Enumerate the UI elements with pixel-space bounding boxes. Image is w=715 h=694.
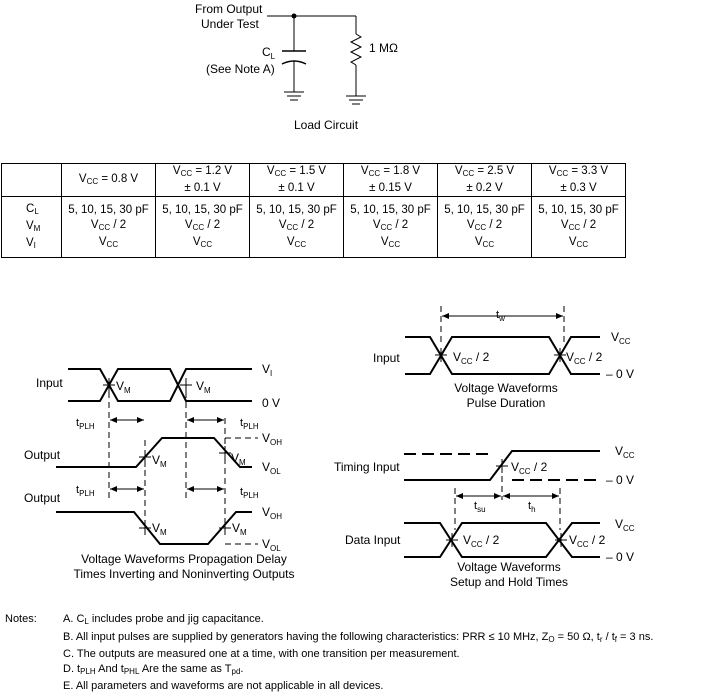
- load-circuit-caption: Load Circuit: [294, 118, 359, 132]
- from-output-label: From Output: [195, 2, 263, 16]
- pd-tplh-label-4: tPLH: [240, 486, 259, 500]
- pd-input-label: Input: [36, 376, 63, 390]
- table-cell: 5, 10, 15, 30 pF VCC / 2 VCC: [155, 196, 250, 258]
- pd-caption-line2: Times Inverting and Noninverting Outputs: [74, 567, 295, 581]
- table-corner-cell: [1, 163, 62, 197]
- pw-0v-label: – 0 V: [606, 367, 634, 381]
- sh-vcc-label-1: VCC: [615, 444, 635, 460]
- sh-vcc-half-3: VCC / 2: [569, 533, 606, 549]
- pw-input-label: Input: [373, 351, 400, 365]
- sh-caption-line2: Setup and Hold Times: [450, 575, 568, 589]
- pd-vm-label-1: VM: [116, 379, 131, 395]
- table-cell: 5, 10, 15, 30 pF VCC / 2 VCC: [343, 196, 438, 258]
- sh-tsu-label: tsu: [474, 500, 486, 514]
- pw-caption-line2: Pulse Duration: [467, 396, 546, 410]
- pd-output-waveform-2: [56, 511, 252, 545]
- pd-input-waveform-high: [68, 368, 252, 402]
- propagation-delay-waveforms: Input Output Output VI 0 V VM VM tPLH tP…: [24, 362, 295, 581]
- table-header-cell: VCC = 1.5 V± 0.1 V: [249, 163, 344, 197]
- table-header-cell: VCC = 0.8 V: [61, 163, 156, 197]
- note-a: A. CL includes probe and jig capacitance…: [63, 613, 264, 626]
- pd-tplh-label-1: tPLH: [76, 417, 95, 431]
- parameter-table: VCC = 0.8 V VCC = 1.2 V± 0.1 V VCC = 1.5…: [1, 163, 626, 258]
- cl-label: CL: [262, 45, 276, 61]
- pw-vcc-half-2: VCC / 2: [566, 350, 603, 366]
- pd-vm-label-4: VM: [231, 451, 246, 467]
- table-row: CL VM VI 5, 10, 15, 30 pF VCC / 2 VCC 5,…: [1, 196, 626, 258]
- table-cell: 5, 10, 15, 30 pF VCC / 2 VCC: [249, 196, 344, 258]
- pulse-duration-waveforms: tw Input VCC / 2 VCC / 2 VCC – 0 V Volta…: [373, 306, 634, 410]
- table-header-cell: VCC = 3.3 V± 0.3 V: [531, 163, 626, 197]
- pd-voh-label-1: VOH: [262, 431, 282, 447]
- pd-tplh-label-2: tPLH: [240, 417, 259, 431]
- pd-vol-label-2: VOL: [262, 537, 281, 553]
- pd-vm-label-2: VM: [196, 379, 211, 395]
- sh-data-waveform-high: [404, 522, 600, 558]
- pw-waveform-low: [405, 336, 600, 375]
- pd-tplh-label-3: tPLH: [76, 484, 95, 498]
- pw-caption-line1: Voltage Waveforms: [454, 381, 558, 395]
- notes-label: Notes:: [5, 613, 37, 625]
- sh-th-label: th: [528, 500, 536, 514]
- pd-input-waveform-low: [68, 368, 252, 402]
- see-note-label: (See Note A): [206, 62, 275, 76]
- note-d: D. tPLH And tPHL Are the same as Tpd.: [63, 662, 244, 676]
- note-c: C. The outputs are measured one at a tim…: [63, 648, 460, 660]
- resistor-symbol: [349, 33, 363, 66]
- table-cell: 5, 10, 15, 30 pF VCC / 2 VCC: [61, 196, 156, 258]
- sh-0v-label-2: – 0 V: [606, 550, 634, 564]
- pd-vol-label-1: VOL: [262, 460, 281, 476]
- pd-output-waveform-1: [56, 437, 252, 468]
- resistor-value: 1 MΩ: [369, 41, 398, 55]
- table-header-cell: VCC = 1.2 V± 0.1 V: [155, 163, 250, 197]
- pd-vi-label: VI: [262, 362, 272, 378]
- sh-data-waveform-low: [404, 522, 600, 558]
- sh-timing-input-label: Timing Input: [334, 460, 400, 474]
- under-test-label: Under Test: [201, 17, 259, 31]
- pd-0v-label: 0 V: [262, 396, 280, 410]
- note-b: B. All input pulses are supplied by gene…: [63, 630, 654, 644]
- pd-vm-label-6: VM: [232, 521, 247, 537]
- sh-0v-label-1: – 0 V: [606, 473, 634, 487]
- pd-vm-label-3: VM: [152, 453, 167, 469]
- pd-vm-label-5: VM: [152, 521, 167, 537]
- notes-list: A. CL includes probe and jig capacitance…: [63, 612, 653, 694]
- sh-vcc-half-1: VCC / 2: [511, 460, 548, 476]
- sh-vcc-label-2: VCC: [615, 517, 635, 533]
- pw-tw-label: tw: [496, 309, 505, 323]
- pd-caption-line1: Voltage Waveforms Propagation Delay: [81, 552, 287, 566]
- ground-icon: [346, 95, 366, 105]
- pw-vcc-half-1: VCC / 2: [453, 350, 490, 366]
- pw-vcc-label: VCC: [611, 330, 631, 346]
- pw-waveform-high: [405, 336, 600, 375]
- table-header-cell: VCC = 2.5 V± 0.2 V: [437, 163, 532, 197]
- setup-hold-waveforms: Timing Input VCC / 2 VCC – 0 V tsu th Da…: [334, 444, 635, 589]
- table-cell: 5, 10, 15, 30 pF VCC / 2 VCC: [437, 196, 532, 258]
- pd-output-label-1: Output: [24, 448, 61, 462]
- sh-vcc-half-2: VCC / 2: [463, 533, 500, 549]
- table-row-labels: CL VM VI: [1, 196, 62, 258]
- note-e: E. All parameters and waveforms are not …: [63, 680, 384, 692]
- table-cell: 5, 10, 15, 30 pF VCC / 2 VCC: [531, 196, 626, 258]
- ground-icon: [284, 91, 304, 101]
- pd-output-label-2: Output: [24, 491, 61, 505]
- sh-caption-line1: Voltage Waveforms: [457, 560, 561, 574]
- table-header-cell: VCC = 1.8 V± 0.15 V: [343, 163, 438, 197]
- table-header-row: VCC = 0.8 V VCC = 1.2 V± 0.1 V VCC = 1.5…: [1, 163, 626, 197]
- sh-data-input-label: Data Input: [345, 533, 401, 547]
- pd-voh-label-2: VOH: [262, 505, 282, 521]
- load-circuit: From Output Under Test CL (See Note A) 1…: [195, 2, 398, 132]
